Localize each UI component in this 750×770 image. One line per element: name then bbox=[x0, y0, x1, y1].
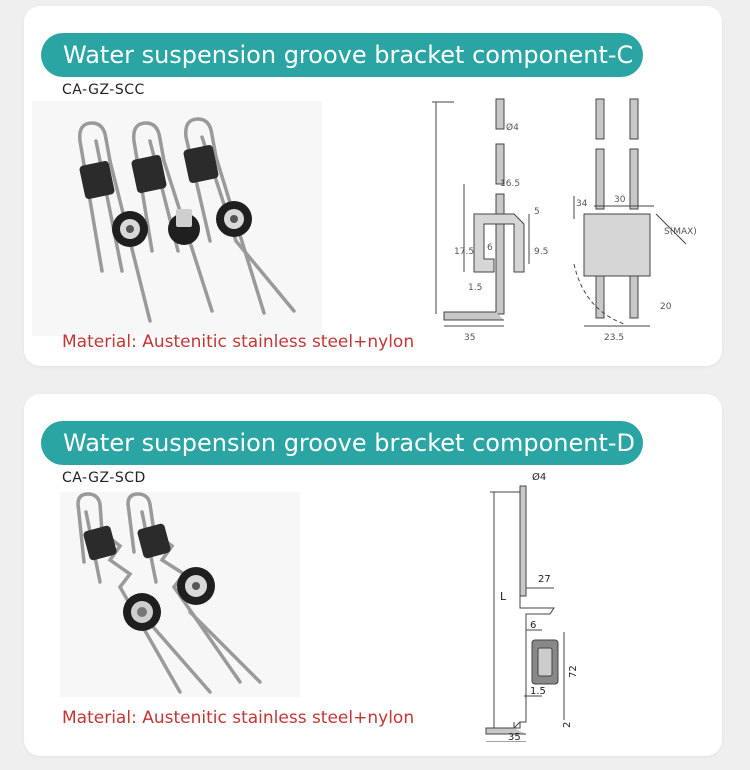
dim-72-d: 72 bbox=[568, 665, 579, 678]
dim-16-5-c: 16.5 bbox=[500, 179, 520, 189]
product-card-d: Water suspension groove bracket componen… bbox=[24, 394, 722, 756]
dim-9-5-c: 9.5 bbox=[534, 247, 548, 257]
dim-l-d: L bbox=[500, 590, 507, 603]
dim-20-c: 20 bbox=[660, 302, 672, 312]
section-title-d: Water suspension groove bracket componen… bbox=[41, 421, 643, 465]
dim-1-5-d: 1.5 bbox=[530, 686, 546, 697]
material-text-d: Material: Austenitic stainless steel+nyl… bbox=[62, 708, 415, 728]
dim-34-c: 34 bbox=[576, 199, 588, 209]
product-photo-c bbox=[32, 101, 322, 336]
dim-6-d: 6 bbox=[530, 620, 536, 631]
material-text-c: Material: Austenitic stainless steel+nyl… bbox=[62, 332, 415, 352]
dim-smax-c: S(MAX) bbox=[664, 227, 697, 237]
product-code-d: CA-GZ-SCD bbox=[62, 470, 146, 486]
technical-drawing-c: Ø4 16.5 5 17.5 6 9.5 1.5 35 34 30 S(MAX)… bbox=[432, 98, 697, 343]
dim-5-c: 5 bbox=[534, 207, 540, 217]
technical-drawing-d: Ø4 27 L 6 72 1.5 35 2 bbox=[485, 472, 579, 742]
dim-30-c: 30 bbox=[614, 195, 626, 205]
dim-6-c: 6 bbox=[487, 243, 493, 253]
dim-23-5-c: 23.5 bbox=[604, 333, 624, 343]
dim-diameter-c: Ø4 bbox=[506, 122, 519, 133]
product-photo-d bbox=[60, 492, 300, 697]
dim-35-c: 35 bbox=[464, 333, 475, 343]
dim-35-d: 35 bbox=[508, 732, 521, 742]
dim-diameter-d: Ø4 bbox=[532, 472, 546, 483]
dim-1-5-c: 1.5 bbox=[468, 283, 482, 293]
product-code-c: CA-GZ-SCC bbox=[62, 82, 145, 98]
section-title-c: Water suspension groove bracket componen… bbox=[41, 33, 643, 77]
dim-27-d: 27 bbox=[538, 574, 551, 585]
dim-17-5-c: 17.5 bbox=[454, 247, 474, 257]
dim-2-d: 2 bbox=[562, 722, 573, 728]
product-card-c: Water suspension groove bracket componen… bbox=[24, 6, 722, 366]
